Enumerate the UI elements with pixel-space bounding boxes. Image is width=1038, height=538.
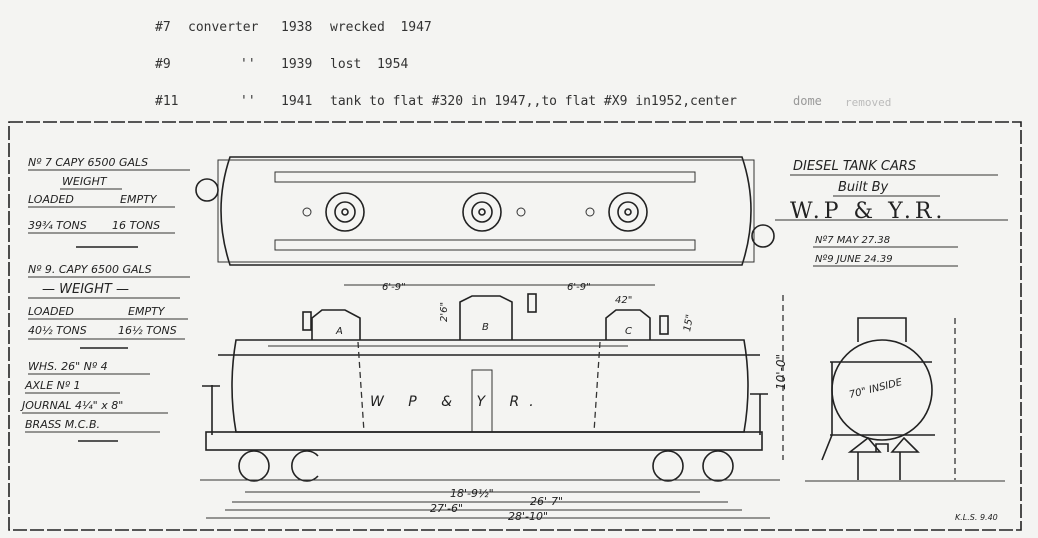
svg-text:6'-9": 6'-9" bbox=[567, 282, 591, 293]
svg-text:— WEIGHT —: — WEIGHT — bbox=[42, 282, 129, 297]
svg-text:16 TONS: 16 TONS bbox=[112, 219, 160, 232]
svg-text:15": 15" bbox=[682, 314, 696, 333]
dimensions: 6'-9" 6'-9" 2'6" 42" 15" 10'-0" 18'-9½" … bbox=[206, 282, 788, 523]
truck-right bbox=[652, 450, 734, 482]
svg-text:Nº7 MAY 27.38: Nº7 MAY 27.38 bbox=[815, 235, 890, 246]
dome-top-a bbox=[302, 192, 365, 232]
svg-text:40½ TONS: 40½ TONS bbox=[28, 324, 87, 337]
svg-text:EMPTY: EMPTY bbox=[120, 193, 158, 206]
svg-text:DIESEL TANK CARS: DIESEL TANK CARS bbox=[793, 159, 916, 174]
svg-text:Nº9 JUNE 24.39: Nº9 JUNE 24.39 bbox=[815, 254, 893, 265]
svg-text:LOADED: LOADED bbox=[28, 193, 74, 206]
end-view: 70" INSIDE K.L.S. 9.40 bbox=[805, 317, 1005, 522]
svg-text:18'-9½": 18'-9½" bbox=[450, 487, 494, 500]
svg-text:Built By: Built By bbox=[838, 180, 889, 195]
svg-text:Nº 7 CAPY 6500 GALS: Nº 7 CAPY 6500 GALS bbox=[28, 156, 148, 169]
svg-text:EMPTY: EMPTY bbox=[128, 305, 166, 318]
svg-text:27'-6": 27'-6" bbox=[430, 502, 463, 515]
svg-text:C: C bbox=[625, 326, 632, 337]
svg-text:28'-10": 28'-10" bbox=[508, 510, 548, 523]
svg-text:26'-7": 26'-7" bbox=[530, 495, 563, 508]
svg-text:A: A bbox=[335, 326, 343, 337]
svg-text:16½ TONS: 16½ TONS bbox=[118, 324, 177, 337]
svg-text:WEIGHT: WEIGHT bbox=[62, 175, 108, 188]
title-block: DIESEL TANK CARS Built By W.P & Y.R. Nº7… bbox=[775, 159, 1008, 267]
dome-top-b bbox=[462, 192, 526, 232]
svg-text:6'-9": 6'-9" bbox=[382, 282, 406, 293]
svg-text:BRASS M.C.B.: BRASS M.C.B. bbox=[25, 418, 100, 431]
svg-text:JOURNAL 4¼" x 8": JOURNAL 4¼" x 8" bbox=[20, 399, 123, 412]
dome-top-c bbox=[585, 192, 648, 232]
svg-text:B: B bbox=[482, 322, 489, 333]
svg-text:Nº 9. CAPY 6500 GALS: Nº 9. CAPY 6500 GALS bbox=[28, 263, 152, 276]
svg-text:K.L.S. 9.40: K.L.S. 9.40 bbox=[955, 513, 998, 522]
truck-left bbox=[238, 450, 319, 482]
svg-text:WHS. 26" Nº 4: WHS. 26" Nº 4 bbox=[28, 360, 108, 373]
svg-text:2'6": 2'6" bbox=[439, 302, 450, 322]
svg-text:W P & Y R.: W P & Y R. bbox=[370, 394, 544, 410]
side-elevation: A B C W P & Y R. 6'-9" 6'-9" 2'6" 42" 15… bbox=[200, 282, 788, 523]
svg-text:LOADED: LOADED bbox=[28, 305, 74, 318]
svg-text:AXLE Nº 1: AXLE Nº 1 bbox=[24, 379, 81, 392]
svg-text:10'-0": 10'-0" bbox=[774, 354, 788, 390]
left-specs: Nº 7 CAPY 6500 GALS WEIGHT LOADED EMPTY … bbox=[20, 156, 190, 442]
drawing-border bbox=[8, 121, 1022, 531]
svg-text:39¾ TONS: 39¾ TONS bbox=[28, 219, 87, 232]
top-view bbox=[195, 156, 775, 266]
svg-text:42": 42" bbox=[615, 295, 632, 306]
svg-text:70" INSIDE: 70" INSIDE bbox=[848, 377, 904, 401]
